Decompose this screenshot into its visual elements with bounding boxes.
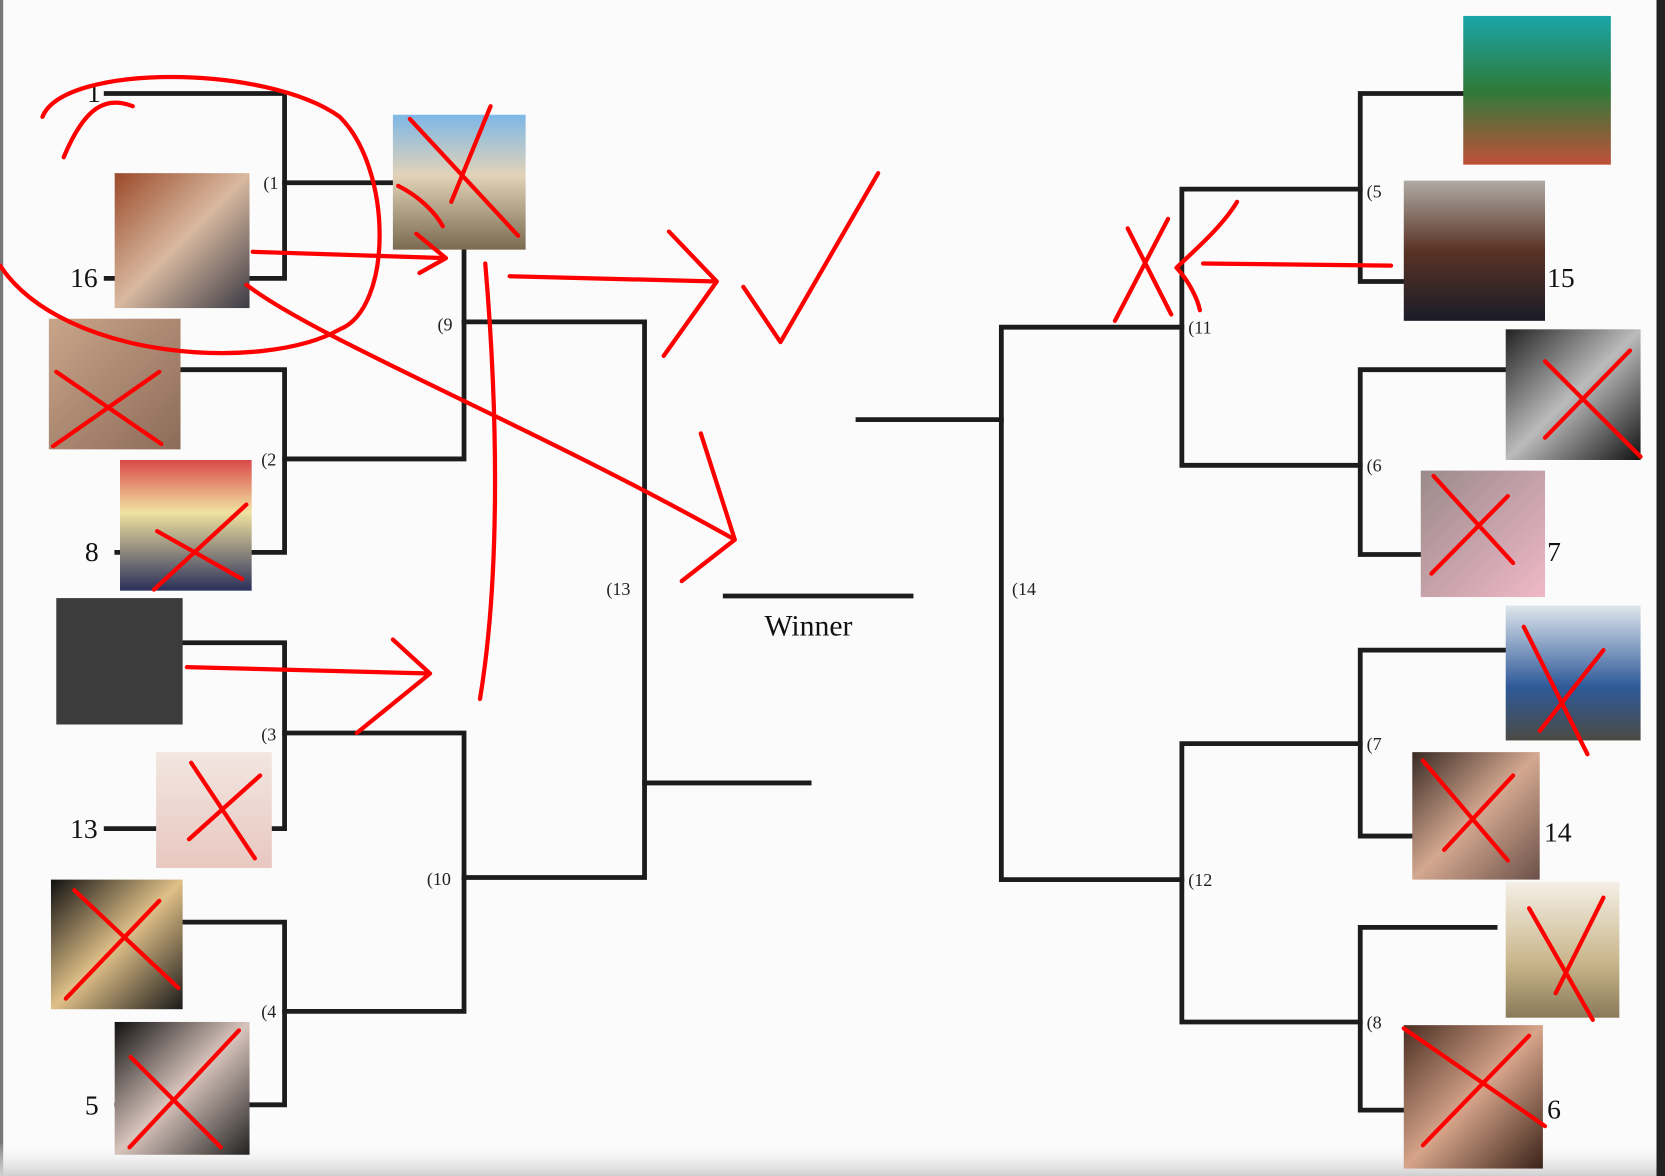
match-label: (12	[1188, 870, 1212, 891]
left-edge	[0, 0, 4, 1176]
x-mark-icon	[50, 369, 164, 449]
seed-label: 8	[85, 536, 99, 567]
match-label: (4	[261, 1002, 276, 1023]
seed-label: 13	[70, 813, 98, 844]
seed-label: 6	[1547, 1094, 1561, 1125]
match-label: (11	[1188, 318, 1211, 339]
contestant-photo-seed-7	[1420, 470, 1546, 598]
winner-label: Winner	[765, 610, 853, 642]
match-label: (14	[1012, 579, 1036, 600]
match-label: (5	[1367, 182, 1382, 203]
line-annotation	[477, 261, 498, 702]
x-mark-icon	[1526, 895, 1606, 1022]
arrow-annotation	[184, 637, 433, 736]
arrow-annotation	[250, 231, 449, 276]
match-label: (7	[1367, 734, 1382, 755]
contestant-photo-seed-13	[156, 752, 272, 868]
match-label: (10	[427, 869, 451, 890]
match-label: (2	[261, 449, 276, 470]
contestant-photo-seed-8	[119, 459, 252, 591]
match-label: (13	[606, 579, 630, 600]
x-mark-icon	[63, 888, 181, 1001]
seed-label: 16	[70, 262, 98, 293]
match-label: (8	[1367, 1012, 1382, 1033]
bracket-lines-left	[103, 91, 914, 1108]
contestant-photo	[1505, 605, 1641, 741]
x-mark-icon	[396, 183, 445, 229]
x-mark-icon	[1521, 624, 1606, 757]
red-annotations	[0, 75, 1643, 1150]
seed-label: 15	[1547, 262, 1575, 293]
x-mark-icon	[1112, 216, 1174, 323]
seed-label: 5	[85, 1089, 99, 1120]
x-mark-icon	[1420, 758, 1516, 863]
arrow-annotation	[1174, 199, 1394, 313]
x-mark-icon	[151, 502, 249, 592]
x-mark-icon	[1542, 348, 1643, 459]
x-mark-icon	[407, 104, 521, 238]
contestant-photo	[1505, 329, 1641, 460]
circle-annotation	[61, 100, 135, 160]
contestant-photo	[56, 598, 183, 725]
arrow-annotation	[507, 229, 719, 359]
seed-label: 1	[87, 77, 101, 108]
match-label: (6	[1367, 456, 1382, 477]
x-mark-icon	[186, 760, 263, 861]
seed-label: 7	[1547, 536, 1561, 567]
bottom-shade	[0, 1142, 1657, 1176]
contestant-photo-seed-15	[1403, 180, 1546, 321]
arrow-annotation	[244, 282, 737, 584]
checkmark-icon	[741, 171, 881, 345]
bracket-lines-right	[855, 91, 1511, 1113]
contestant-photo	[1463, 15, 1611, 165]
contestant-photo-seed-16	[114, 173, 250, 309]
x-mark-icon	[127, 1028, 242, 1150]
x-mark-icon	[1429, 473, 1516, 576]
x-mark-icon	[1401, 1026, 1548, 1148]
match-label: (1	[263, 173, 278, 194]
right-edge	[1656, 0, 1665, 1176]
circle-annotation	[0, 75, 382, 356]
match-label: (3	[261, 724, 276, 745]
contestant-photo-seed-6	[1403, 1025, 1543, 1169]
match-label: (9	[437, 314, 452, 335]
seed-label: 14	[1544, 816, 1572, 847]
